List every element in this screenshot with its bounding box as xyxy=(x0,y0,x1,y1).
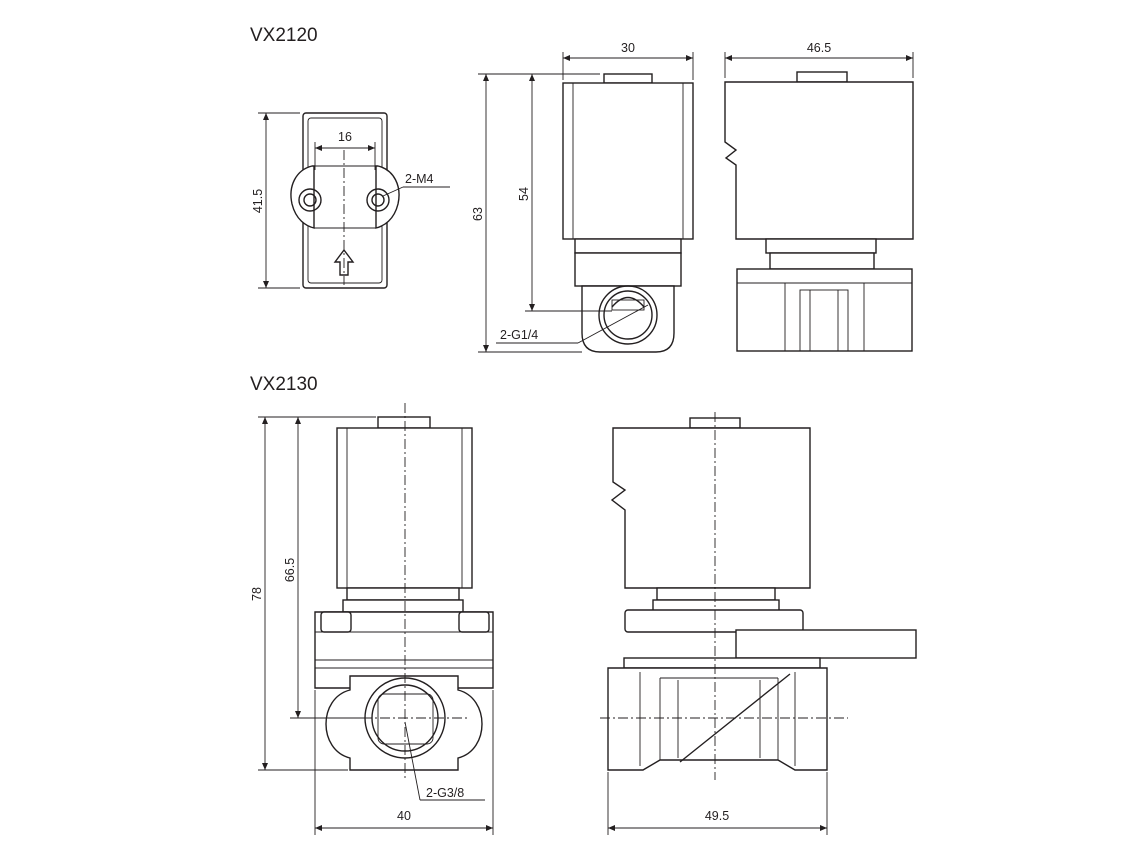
dim-41-5: 41.5 xyxy=(251,189,265,213)
vx2130-side-view: 49.5 xyxy=(600,412,917,835)
vx2130-front-view: 78 66.5 40 2-G3/8 xyxy=(250,403,494,835)
thread-label-g1-4: 2-G1/4 xyxy=(500,328,538,342)
vx2120-end-view: 16 41.5 2-M4 xyxy=(251,112,450,289)
flow-direction-arrow-icon xyxy=(333,248,355,276)
dim-54: 54 xyxy=(517,187,531,201)
vx2120-side-view: 30 63 54 2-G1/4 xyxy=(471,41,694,353)
thread-label-m4: 2-M4 xyxy=(405,172,434,186)
dim-49-5: 49.5 xyxy=(705,809,729,823)
dim-78: 78 xyxy=(250,587,264,601)
port-g1-4 xyxy=(598,285,658,345)
dim-63: 63 xyxy=(471,207,485,221)
dim-46-5: 46.5 xyxy=(807,41,831,55)
dim-16: 16 xyxy=(338,130,352,144)
dim-40: 40 xyxy=(397,809,411,823)
model-title-vx2130: VX2130 xyxy=(250,374,318,395)
dim-30: 30 xyxy=(621,41,635,55)
model-title-vx2120: VX2120 xyxy=(250,25,318,46)
thread-label-g3-8: 2-G3/8 xyxy=(426,786,464,800)
mount-hole-right xyxy=(366,188,390,212)
vx2120-front-view: 46.5 xyxy=(724,41,914,352)
dim-66-5: 66.5 xyxy=(283,558,297,582)
mount-hole-left xyxy=(298,188,322,212)
